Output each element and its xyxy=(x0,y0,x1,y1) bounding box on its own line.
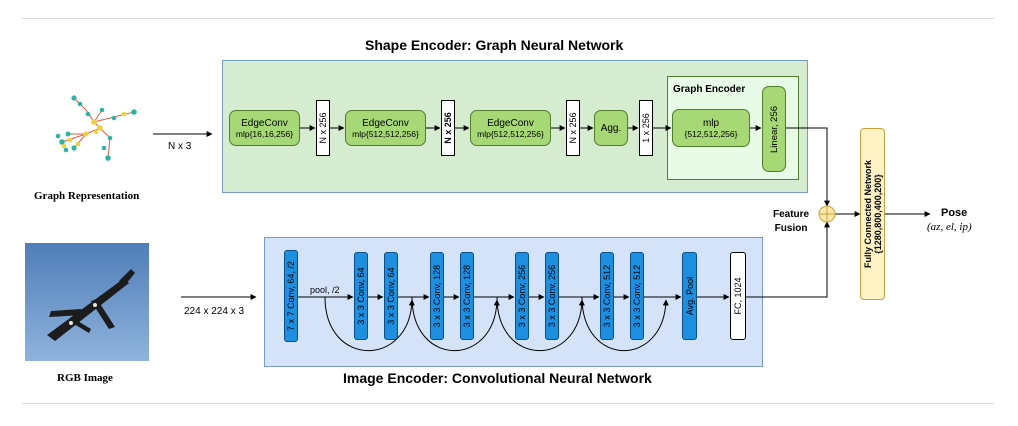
pose-formula: (az, el, ip) xyxy=(927,221,972,233)
edgeconv-block-3: EdgeConv mlp{512,512,256} xyxy=(470,110,551,146)
agg-block: Agg. xyxy=(594,110,628,146)
feature-fusion-line2: Fusion xyxy=(774,223,808,234)
edgeconv-3-label: EdgeConv xyxy=(487,117,534,129)
fc-network-block: Fully Connected Network {1280,800,400,20… xyxy=(860,128,885,300)
image-encoder-panel xyxy=(264,237,763,367)
conv7x7-block: 7 x 7 Conv, 64, /2 xyxy=(284,250,298,342)
pool-label: pool, /2 xyxy=(310,285,340,295)
graph-encoder-title: Graph Encoder xyxy=(673,84,746,95)
edgeconv-1-params: mlp{16,16,256} xyxy=(235,128,294,139)
bottom-divider xyxy=(22,403,994,404)
mlp-params: {512,512,256} xyxy=(684,128,738,139)
feature-fusion-line1: Feature xyxy=(773,209,810,220)
shape-input-dim: N x 3 xyxy=(168,141,192,152)
fc-network-params: {1280,800,400,200} xyxy=(872,174,883,254)
conv-block-4: 3 x 3 Conv, 128 xyxy=(460,252,474,340)
edgeconv-block-1: EdgeConv mlp{16,16,256} xyxy=(229,110,300,146)
feature-dim-3: N x 256 xyxy=(566,100,580,156)
mlp-block: mlp {512,512,256} xyxy=(672,109,750,147)
conv-block-3: 3 x 3 Conv, 128 xyxy=(430,252,444,340)
fc-1024-block: FC, 1024 xyxy=(730,252,746,340)
image-input-dim: 224 x 224 x 3 xyxy=(184,306,245,317)
edgeconv-block-2: EdgeConv mlp{512,512,256} xyxy=(345,110,426,146)
linear-block: Linear, 256 xyxy=(762,86,786,172)
top-divider xyxy=(22,18,994,19)
fc-network-title: Fully Connected Network xyxy=(862,159,873,269)
pose-title: Pose xyxy=(941,207,968,219)
feature-dim-1: N x 256 xyxy=(316,100,330,156)
shape-encoder-title: Shape Encoder: Graph Neural Network xyxy=(365,37,624,53)
conv-block-2: 3 x 3 Conv, 64 xyxy=(384,252,398,340)
edgeconv-2-label: EdgeConv xyxy=(362,117,409,129)
feature-dim-4: 1 x 256 xyxy=(639,100,653,156)
conv-block-1: 3 x 3 Conv, 64 xyxy=(354,252,368,340)
fusion-node xyxy=(818,205,836,223)
edgeconv-3-params: mlp{512,512,256} xyxy=(477,128,544,139)
graph-representation-caption: Graph Representation xyxy=(34,190,140,202)
agg-label: Agg. xyxy=(600,122,622,134)
conv-block-8: 3 x 3 Conv, 512 xyxy=(630,252,644,340)
edgeconv-2-params: mlp{512,512,256} xyxy=(352,128,419,139)
feature-fusion-label: Feature Fusion xyxy=(773,208,809,236)
feature-dim-2: N x 256 xyxy=(441,100,455,156)
graph-representation-image xyxy=(55,95,137,161)
conv-block-7: 3 x 3 Conv, 512 xyxy=(600,252,614,340)
rgb-image-caption: RGB Image xyxy=(57,372,113,384)
image-encoder-title: Image Encoder: Convolutional Neural Netw… xyxy=(343,370,652,386)
rgb-image xyxy=(25,243,149,361)
edgeconv-1-label: EdgeConv xyxy=(241,117,288,129)
conv-block-6: 3 x 3 Conv, 256 xyxy=(545,252,559,340)
mlp-label: mlp xyxy=(702,117,720,129)
avg-pool-block: Avg. Pool xyxy=(682,252,697,340)
conv-block-5: 3 x 3 Conv, 256 xyxy=(515,252,529,340)
